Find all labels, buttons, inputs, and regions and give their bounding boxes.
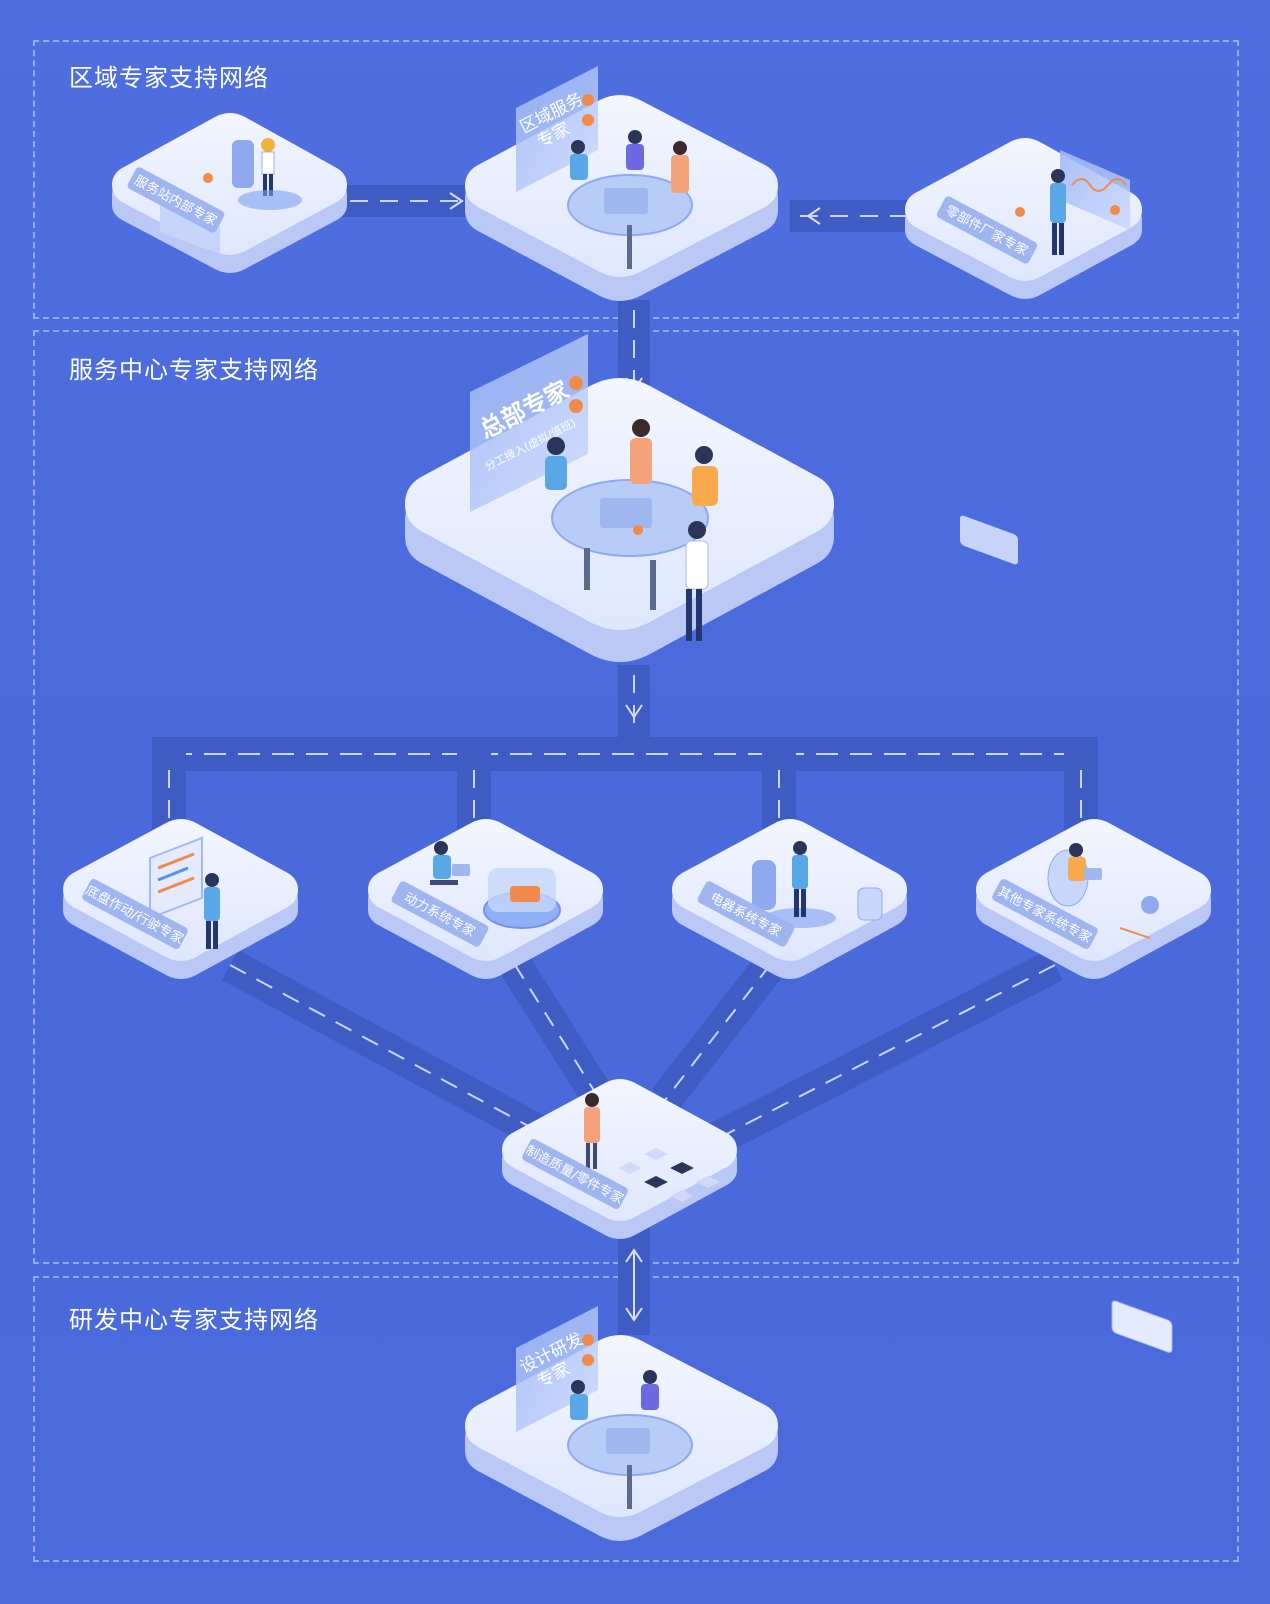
node-label-tag [522,1138,628,1210]
node-power-expert[interactable]: 动力系统专家 [368,819,603,979]
node-quality-expert[interactable]: 制造质量/零件专家 [502,1079,737,1239]
node-regional-expert[interactable]: 区域服务 专家 [465,66,778,301]
arrow-left-icon [806,207,821,225]
node-label-tag [936,196,1038,264]
node-label-tag [127,167,225,233]
node-label-tag [992,878,1098,950]
road-dash [714,964,1056,1141]
gear-icon [1015,207,1025,217]
road-diag-chassis [221,950,554,1150]
worker-head [261,138,275,152]
cloud-icon [1141,896,1159,914]
arrow-up-icon [625,1248,643,1263]
screen-panel [232,140,254,188]
node-label-tag [391,881,489,947]
node-hq-expert[interactable]: 总部专家 分工接入(虚拟/值班) [405,334,834,662]
node-station-expert[interactable]: 服务站内部专家 [112,113,347,273]
worker-body [261,151,275,175]
node-label-tag [82,878,188,950]
node-label-tag [697,881,795,947]
regional-section-title: 区域专家支持网络 [69,64,269,92]
node-design-expert[interactable]: 设计研发 专家 [465,1306,778,1541]
arrow-down-icon [625,704,643,719]
circuit-icon [606,1428,650,1454]
person-head [571,140,585,154]
parts-grid [618,1148,720,1202]
gear-icon [203,173,213,183]
cloud-panel [1111,1300,1173,1353]
node-chassis-expert[interactable]: 底盘作动/行驶专家 [63,819,298,979]
arrow-down-icon [625,1307,643,1322]
document-icon [960,515,1018,565]
gear-icon [633,525,643,535]
schedule-board [149,836,203,920]
service-center-section-title: 服务中心专家支持网络 [69,356,319,384]
road-diag-power [500,955,615,1110]
node-electrical-expert[interactable]: 电器系统专家 [672,819,907,979]
road-dash [664,964,771,1101]
node-supplier-expert[interactable]: 零部件厂家专家 [905,138,1142,566]
node-other-expert[interactable]: 其他专家系统专家 [976,819,1211,1354]
arrow-right-icon [449,192,464,210]
rnd-center-section-title: 研发中心专家支持网络 [69,1306,319,1334]
truck-icon [510,886,540,902]
